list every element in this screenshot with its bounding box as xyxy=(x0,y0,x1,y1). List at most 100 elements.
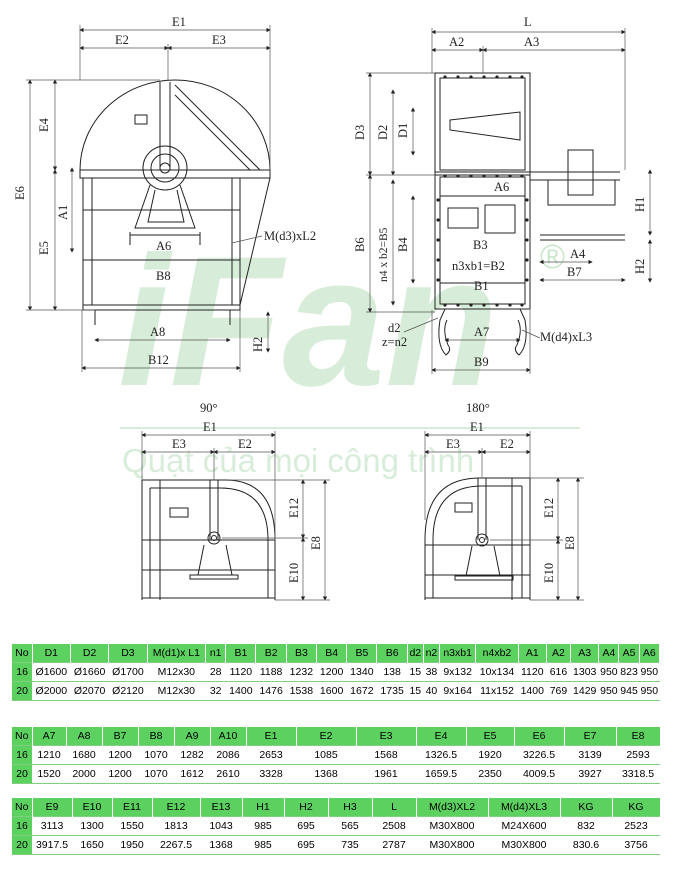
table-row: 20 3917.5 1650 1950 2267.5 1368 985 695 … xyxy=(12,835,660,855)
table-row: 16 1210 1680 1200 1070 1282 2086 2653 10… xyxy=(12,745,660,765)
table-header: B6 xyxy=(376,644,408,663)
view-180 xyxy=(424,477,531,600)
dim-label: B4 xyxy=(396,237,410,252)
dim-label: A2 xyxy=(449,35,464,49)
dim-label: A6 xyxy=(494,180,509,194)
table-cell: 1672 xyxy=(346,681,377,701)
table-header: M(d1)x L1 xyxy=(147,644,207,663)
table-cell: 3917.5 xyxy=(32,835,72,855)
dim-label: z=n2 xyxy=(382,335,407,349)
table-header: A7 xyxy=(32,727,67,746)
dim-label: d2 xyxy=(388,321,401,335)
table-cell: 769 xyxy=(546,681,571,701)
table-cell: M12x30 xyxy=(147,662,206,682)
dim-label: L xyxy=(524,15,532,29)
table-header: A10 xyxy=(210,727,247,746)
table-cell: 950 xyxy=(639,681,660,701)
table-cell: 1368 xyxy=(200,835,242,855)
dim-label: E1 xyxy=(172,15,186,29)
dim-label: B1 xyxy=(474,279,489,293)
dim-label: E5 xyxy=(37,241,51,255)
table-row: 16 3113 1300 1550 1813 1043 985 695 565 … xyxy=(12,816,660,836)
table-header: E2 xyxy=(296,727,357,746)
table-cell: 16 xyxy=(12,816,32,836)
table-cell: 830.6 xyxy=(560,835,612,855)
spec-table-3: No E9 E10 E11 E12 E13 H1 H2 H3 L M(d3)XL… xyxy=(12,798,661,855)
dim-label: n3xb1=B2 xyxy=(452,259,505,273)
table-cell: 823 xyxy=(618,662,640,682)
table-cell: 40 xyxy=(423,681,440,701)
table-cell: M30X800 xyxy=(416,835,488,855)
table-header: n1 xyxy=(205,644,227,663)
side-view xyxy=(79,79,271,325)
table-cell: 2653 xyxy=(246,745,296,765)
table-header: B1 xyxy=(225,644,257,663)
spec-table-2: No A7 A8 B7 B8 A9 A10 E1 E2 E3 E4 E5 E6 … xyxy=(12,727,661,784)
table-cell: 1200 xyxy=(316,662,347,682)
table-cell: 2508 xyxy=(372,816,416,836)
table-cell: 1200 xyxy=(102,764,138,784)
table-cell: 1920 xyxy=(466,745,514,765)
table-cell: 1340 xyxy=(346,662,377,682)
table-cell: 16 xyxy=(12,745,32,765)
table-header: D3 xyxy=(108,644,148,663)
table-cell: 2350 xyxy=(466,764,514,784)
dim-label: D3 xyxy=(353,125,367,140)
technical-drawing: iFan ® Quạt của mọi công trình xyxy=(13,15,653,601)
table-header: No xyxy=(12,644,33,663)
table-header: E1 xyxy=(246,727,297,746)
table-cell: 3756 xyxy=(612,835,660,855)
table-header: L xyxy=(372,798,417,817)
table-cell: 1735 xyxy=(376,681,408,701)
table-header: E5 xyxy=(466,727,515,746)
table-header: B8 xyxy=(138,727,175,746)
table-header: E8 xyxy=(616,727,661,746)
dim-label: E10 xyxy=(542,563,556,583)
view-90 xyxy=(141,479,276,600)
table-header: H2 xyxy=(284,798,329,817)
table-cell: 38 xyxy=(423,662,440,682)
dim-label: B12 xyxy=(148,353,169,367)
table-header: E11 xyxy=(112,798,153,817)
table-cell: 1650 xyxy=(72,835,112,855)
table-cell: 1520 xyxy=(32,764,66,784)
table-header: No xyxy=(12,798,33,817)
table-cell: 1961 xyxy=(356,764,416,784)
dim-label: A1 xyxy=(56,205,70,220)
table-cell: 1300 xyxy=(72,816,112,836)
table-header: D2 xyxy=(70,644,110,663)
table-cell: M12x30 xyxy=(147,681,206,701)
front-view xyxy=(434,72,625,356)
dim-label: D2 xyxy=(376,125,390,140)
table-header: M(d3)XL2 xyxy=(416,798,489,817)
table-cell: 1400 xyxy=(225,681,256,701)
table-cell: 3927 xyxy=(564,764,616,784)
table-cell: 3113 xyxy=(32,816,72,836)
table-header: B2 xyxy=(255,644,287,663)
dim-label: A7 xyxy=(474,325,489,339)
table-header: E10 xyxy=(72,798,113,817)
table-cell: 950 xyxy=(639,662,660,682)
table-cell: 1282 xyxy=(174,745,210,765)
table-cell: 616 xyxy=(546,662,571,682)
dim-label: A8 xyxy=(150,325,165,339)
table-cell: 2523 xyxy=(612,816,660,836)
table-cell: 1680 xyxy=(66,745,102,765)
table-cell: 945 xyxy=(618,681,640,701)
table-cell: 1600 xyxy=(316,681,347,701)
dim-label: E6 xyxy=(13,186,27,200)
table-cell: 1043 xyxy=(200,816,242,836)
table-header: A8 xyxy=(66,727,103,746)
dim-label: E4 xyxy=(37,117,51,132)
dim-label: M(d3)xL2 xyxy=(264,229,316,243)
table-header: A2 xyxy=(546,644,572,663)
table-cell: 1950 xyxy=(112,835,152,855)
table-cell: 1550 xyxy=(112,816,152,836)
table-cell: 1210 xyxy=(32,745,66,765)
table-header: A5 xyxy=(618,644,640,663)
table-header: A4 xyxy=(598,644,620,663)
table-header: A3 xyxy=(570,644,600,663)
table-cell: 735 xyxy=(328,835,372,855)
dim-label: A4 xyxy=(570,247,586,261)
dim-label: H1 xyxy=(633,197,647,212)
